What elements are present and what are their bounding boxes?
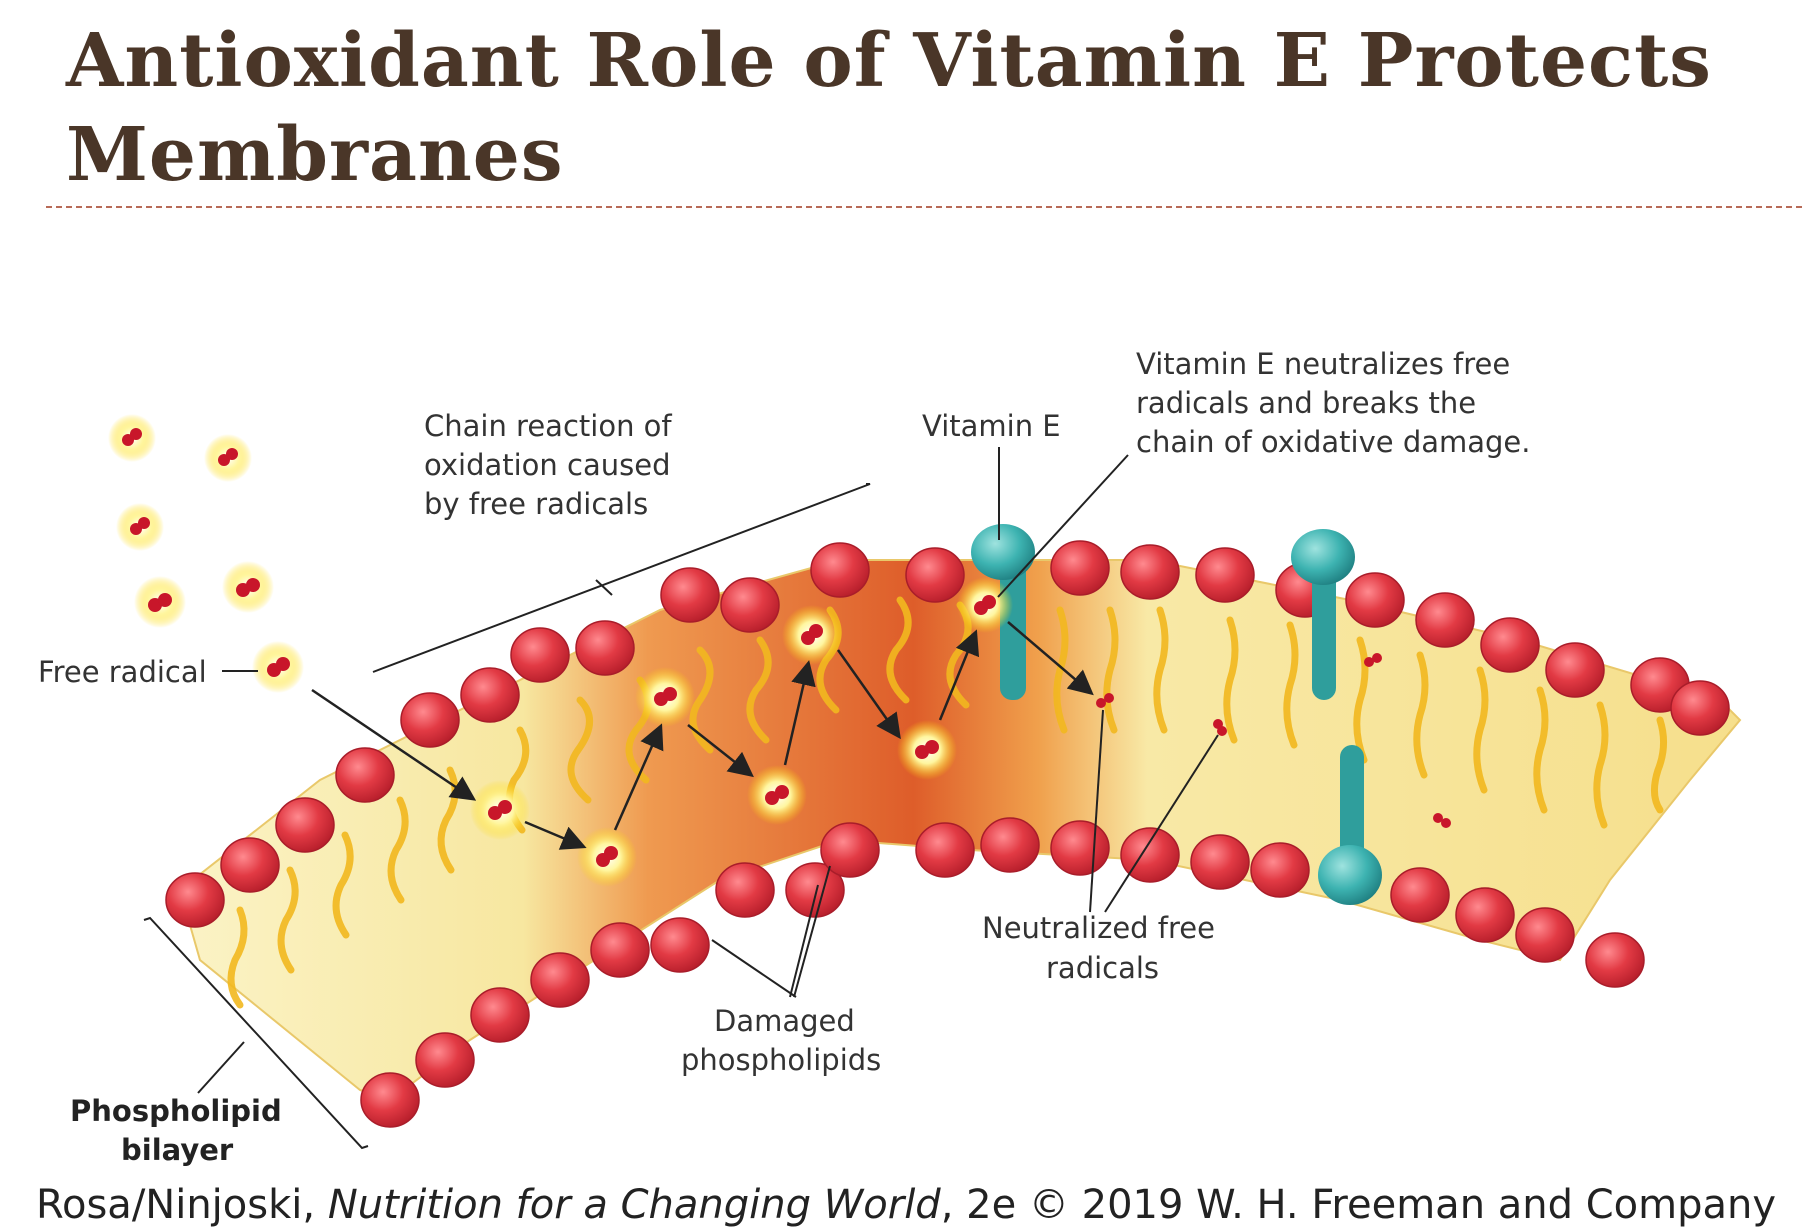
chain-reaction-radicals [470, 577, 1013, 887]
vitamin-e-molecule-3 [1318, 745, 1382, 905]
top-phospholipid-heads [165, 540, 1730, 928]
reaction-arrows [311, 621, 1094, 850]
vitamin-e-neutralizes-label-line-3: chain of oxidative damage. [1136, 425, 1531, 459]
lipid-tails [227, 596, 1667, 1009]
vitamin-e-label: Vitamin E [922, 409, 1061, 443]
vitamin-e-molecule-2 [1291, 529, 1355, 700]
neutralized-radicals [1096, 653, 1451, 828]
neutralized-label-line-2: radicals [1046, 951, 1159, 985]
chain-reaction-label-line-2: oxidation caused [424, 448, 670, 482]
page-title: Antioxidant Role of Vitamin E Protects M… [66, 18, 1712, 198]
neutralized-label-line-1: Neutralized free [982, 911, 1215, 945]
title-divider [46, 206, 1802, 208]
free-radical-label: Free radical [38, 655, 207, 689]
bilayer-label-line-2: bilayer [121, 1133, 234, 1167]
free-radicals-outside [108, 414, 304, 693]
credit-authors: Rosa/Ninjoski, [36, 1182, 328, 1228]
damaged-label-line-2: phospholipids [681, 1043, 881, 1077]
figure-credit: Rosa/Ninjoski, Nutrition for a Changing … [36, 1182, 1776, 1228]
chain-reaction-label-line-1: Chain reaction of [424, 409, 672, 443]
chain-reaction-label-line-3: by free radicals [424, 487, 648, 521]
credit-book-title: Nutrition for a Changing World [327, 1182, 941, 1228]
damaged-label-line-1: Damaged [714, 1004, 855, 1038]
vitamin-e-neutralizes-label-line-1: Vitamin E neutralizes free [1136, 347, 1510, 381]
credit-publisher: , 2e © 2019 W. H. Freeman and Company [940, 1182, 1777, 1228]
bilayer-label-line-1: Phospholipid [70, 1094, 282, 1128]
leader-lines [143, 447, 1219, 1150]
vitamin-e-neutralizes-label-line-2: radicals and breaks the [1136, 386, 1476, 420]
